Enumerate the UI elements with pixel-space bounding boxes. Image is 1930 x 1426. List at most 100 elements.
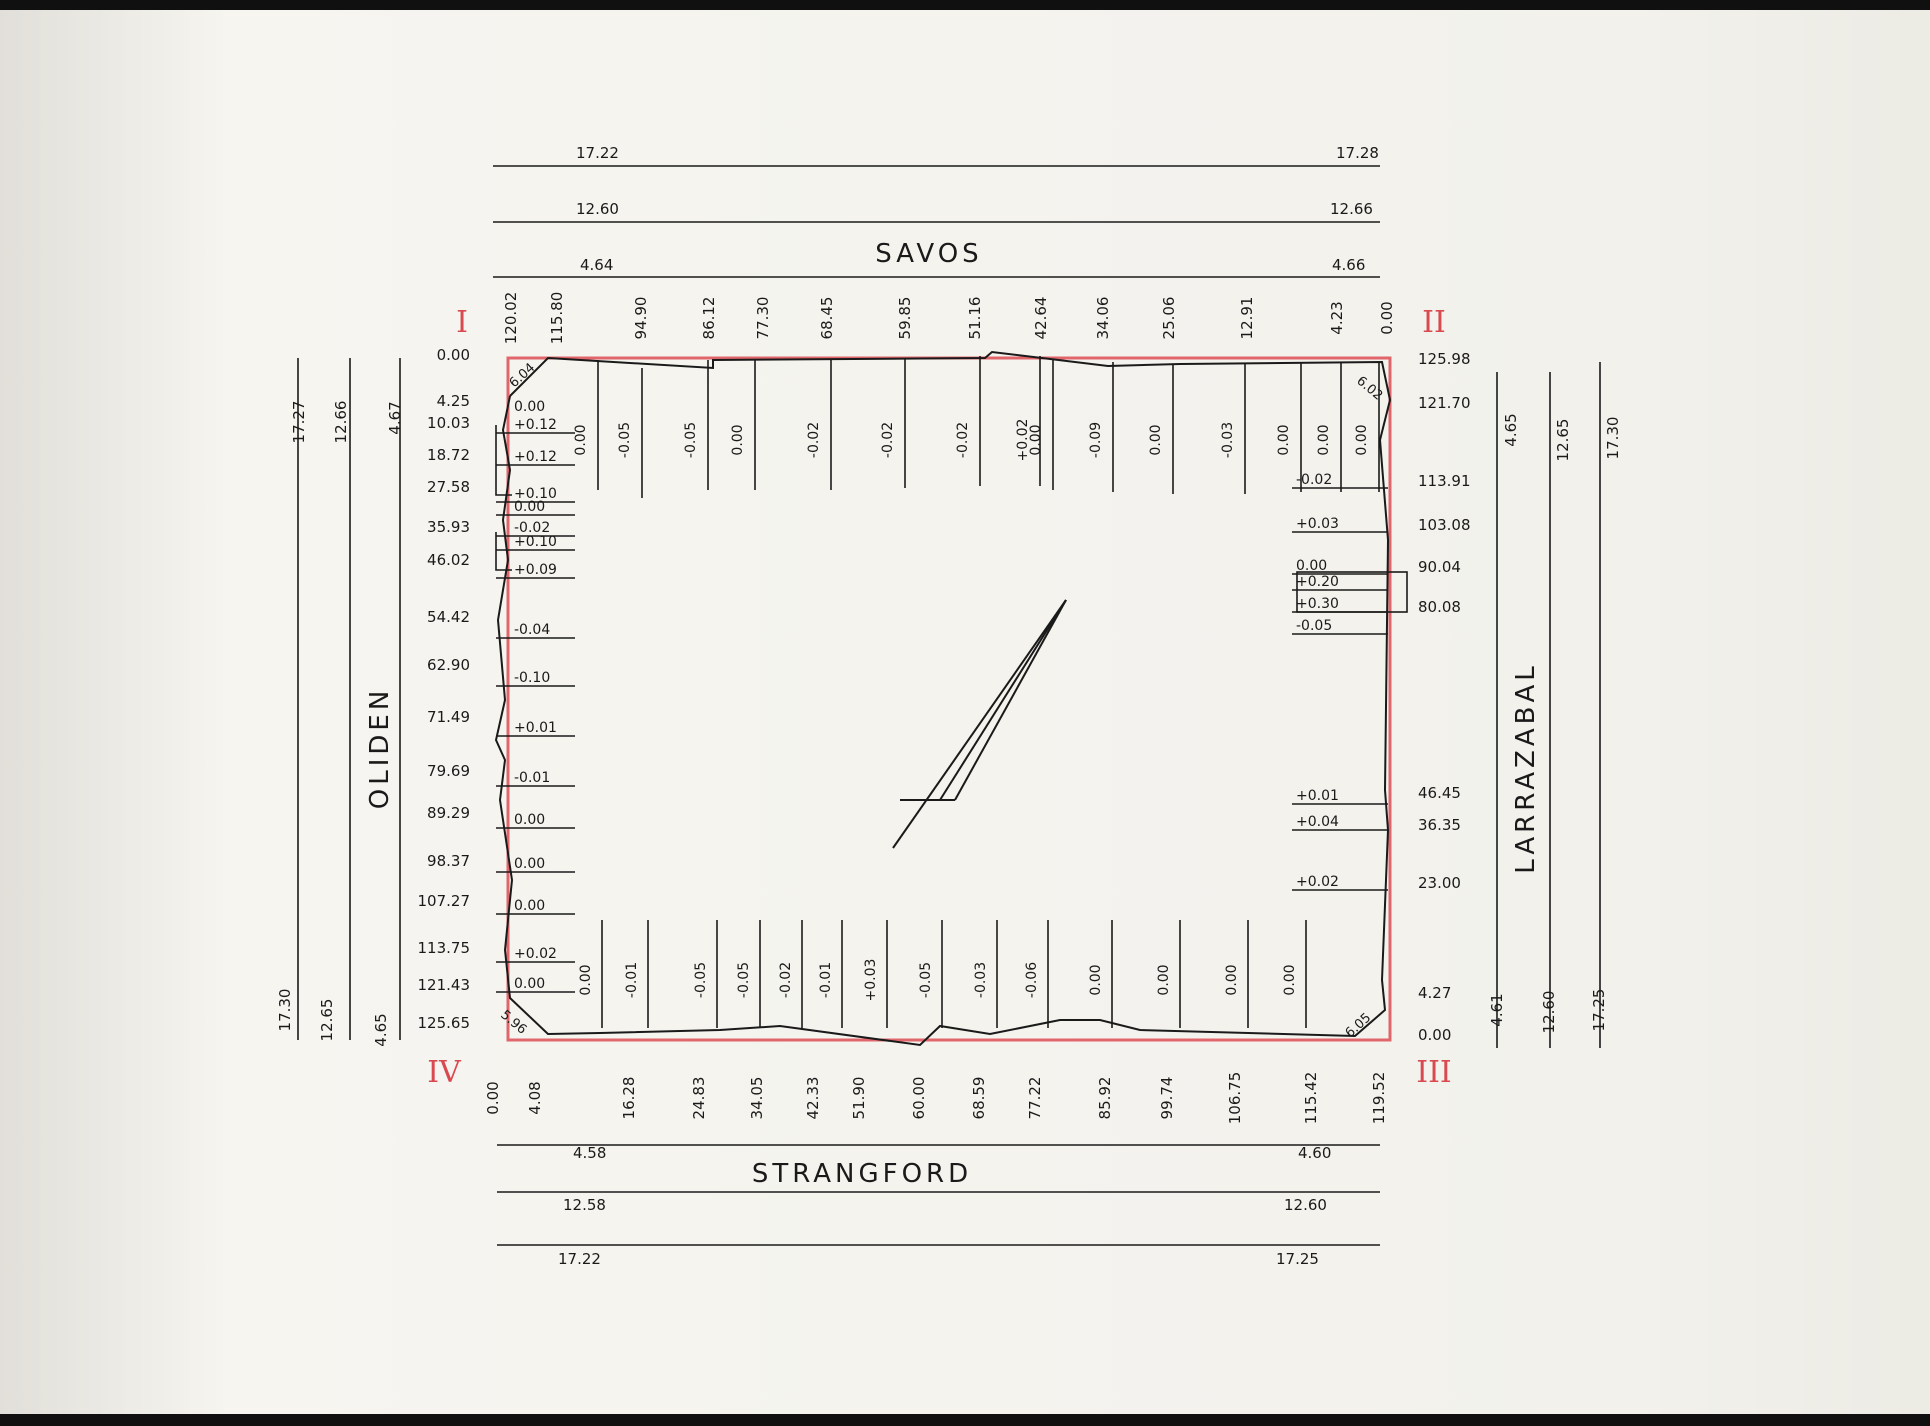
right-chainage-label: 80.08 xyxy=(1418,598,1461,616)
left-chainage-label: 125.65 xyxy=(418,1014,471,1032)
left-chainage-label: 35.93 xyxy=(427,518,470,536)
top-chainage-label: 68.45 xyxy=(818,297,836,340)
top-chainage-label: 12.91 xyxy=(1238,297,1256,340)
left-offset-label: +0.10 xyxy=(514,534,557,550)
street-dim-top-left: 17.22 xyxy=(576,144,619,162)
street-dim-right-top: 17.30 xyxy=(1604,417,1622,460)
left-offset-label: +0.01 xyxy=(514,720,557,736)
street-dim-bottom-left: 17.22 xyxy=(558,1250,601,1268)
top-chainage-label: 42.64 xyxy=(1032,297,1050,340)
street-dim-right-bottom: 4.61 xyxy=(1488,993,1506,1026)
street-name-top: SAVOS xyxy=(875,239,982,269)
top-offset-label: 0.00 xyxy=(573,424,589,455)
bottom-offset-label: -0.05 xyxy=(918,962,934,998)
bottom-chainage-label: 85.92 xyxy=(1096,1077,1114,1120)
street-dim-right-bottom: 12.60 xyxy=(1540,991,1558,1034)
street-dim-right-top: 12.65 xyxy=(1554,419,1572,462)
bottom-offset-label: -0.06 xyxy=(1024,962,1040,998)
right-offset-label: +0.04 xyxy=(1296,814,1339,830)
street-dim-bottom-right: 17.25 xyxy=(1276,1250,1319,1268)
street-lines-bottom xyxy=(497,1144,1380,1246)
right-chainage-label: 46.45 xyxy=(1418,784,1461,802)
bottom-offset-label: -0.05 xyxy=(736,962,752,998)
left-offset-label: +0.02 xyxy=(514,946,557,962)
top-chainage-label: 51.16 xyxy=(966,297,984,340)
street-lines-top xyxy=(493,165,1380,278)
left-offset-label: -0.01 xyxy=(514,770,550,786)
bottom-chainage-label: 34.05 xyxy=(748,1077,766,1120)
bottom-offset-label: -0.01 xyxy=(818,962,834,998)
top-offset-label: -0.03 xyxy=(1220,422,1236,458)
street-dim-right-bottom: 17.25 xyxy=(1590,989,1608,1032)
right-chainage-label: 113.91 xyxy=(1418,472,1471,490)
right-chainage-label: 0.00 xyxy=(1418,1026,1451,1044)
street-name-right: LARRAZABAL xyxy=(1511,662,1541,873)
left-offset-label: 0.00 xyxy=(514,499,545,515)
right-offset-label: -0.05 xyxy=(1296,618,1332,634)
left-chainage-label: 54.42 xyxy=(427,608,470,626)
bottom-offset-label: 0.00 xyxy=(1282,964,1298,995)
left-chainage-label: 79.69 xyxy=(427,762,470,780)
left-chainage-label: 62.90 xyxy=(427,656,470,674)
left-chainage-label: 27.58 xyxy=(427,478,470,496)
left-offset-label: +0.10 xyxy=(514,486,557,502)
right-offset-label: 0.00 xyxy=(1296,558,1327,574)
street-dim-top-left: 4.64 xyxy=(580,256,613,274)
bottom-chainage-label: 42.33 xyxy=(804,1077,822,1120)
corner-label-ne: II xyxy=(1422,305,1446,340)
top-offset-label: -0.09 xyxy=(1088,422,1104,458)
bottom-offset-label: +0.03 xyxy=(863,959,879,1002)
street-dim-left-top: 17.27 xyxy=(290,401,308,444)
top-offset-label: 0.00 xyxy=(1354,424,1370,455)
top-offset-label: -0.05 xyxy=(683,422,699,458)
offset-tick-lines xyxy=(496,356,1388,1028)
bottom-offset-label: -0.01 xyxy=(624,962,640,998)
top-chainage-label: 77.30 xyxy=(754,297,772,340)
left-offset-label: 0.00 xyxy=(514,898,545,914)
top-chainage-label: 25.06 xyxy=(1160,297,1178,340)
top-offset-label: -0.02 xyxy=(880,422,896,458)
right-chainage-label: 90.04 xyxy=(1418,558,1461,576)
street-dim-left-top: 12.66 xyxy=(332,401,350,444)
left-chainage-label: 121.43 xyxy=(418,976,471,994)
left-chainage-label: 4.25 xyxy=(437,392,470,410)
bottom-offset-label: -0.02 xyxy=(778,962,794,998)
bottom-chainage-label: 0.00 xyxy=(484,1081,502,1114)
left-offset-label: +0.09 xyxy=(514,562,557,578)
bottom-chainage-label: 51.90 xyxy=(850,1077,868,1120)
left-offset-label: 0.00 xyxy=(514,399,545,415)
bottom-chainage-label: 68.59 xyxy=(970,1077,988,1120)
bottom-offset-label: 0.00 xyxy=(1156,964,1172,995)
bottom-chainage-label: 24.83 xyxy=(690,1077,708,1120)
street-dim-bottom-left: 12.58 xyxy=(563,1196,606,1214)
right-chainage-label: 23.00 xyxy=(1418,874,1461,892)
corner-label-sw: IV xyxy=(427,1055,462,1090)
left-offset-label: 0.00 xyxy=(514,976,545,992)
left-chainage-label: 98.37 xyxy=(427,852,470,870)
corner-dim-se: 6.05 xyxy=(1343,1010,1375,1041)
paper-edge-shadow xyxy=(0,10,230,1414)
top-chainage-label: 0.00 xyxy=(1378,301,1396,334)
right-chainage-label: 4.27 xyxy=(1418,984,1451,1002)
street-name-bottom: STRANGFORD xyxy=(752,1159,972,1189)
top-offset-label: 0.00 xyxy=(1316,424,1332,455)
street-dim-right-top: 4.65 xyxy=(1502,413,1520,446)
street-dim-top-left: 12.60 xyxy=(576,200,619,218)
corner-dim-nw: 6.04 xyxy=(507,360,539,391)
top-offset-label: -0.02 xyxy=(806,422,822,458)
right-chainage-label: 121.70 xyxy=(1418,394,1471,412)
top-offset-label: 0.00 xyxy=(1148,424,1164,455)
bottom-offset-label: 0.00 xyxy=(578,964,594,995)
right-offset-label: +0.20 xyxy=(1296,574,1339,590)
street-dim-bottom-left: 4.58 xyxy=(573,1144,606,1162)
left-offset-label: 0.00 xyxy=(514,856,545,872)
top-chainage-label: 94.90 xyxy=(632,297,650,340)
bottom-offset-label: 0.00 xyxy=(1088,964,1104,995)
street-lines-right xyxy=(1496,362,1601,1048)
top-chainage-label: 115.80 xyxy=(548,292,566,345)
bottom-chainage-label: 60.00 xyxy=(910,1077,928,1120)
left-chainage-label: 107.27 xyxy=(418,892,471,910)
bottom-chainage-label: 99.74 xyxy=(1158,1077,1176,1120)
